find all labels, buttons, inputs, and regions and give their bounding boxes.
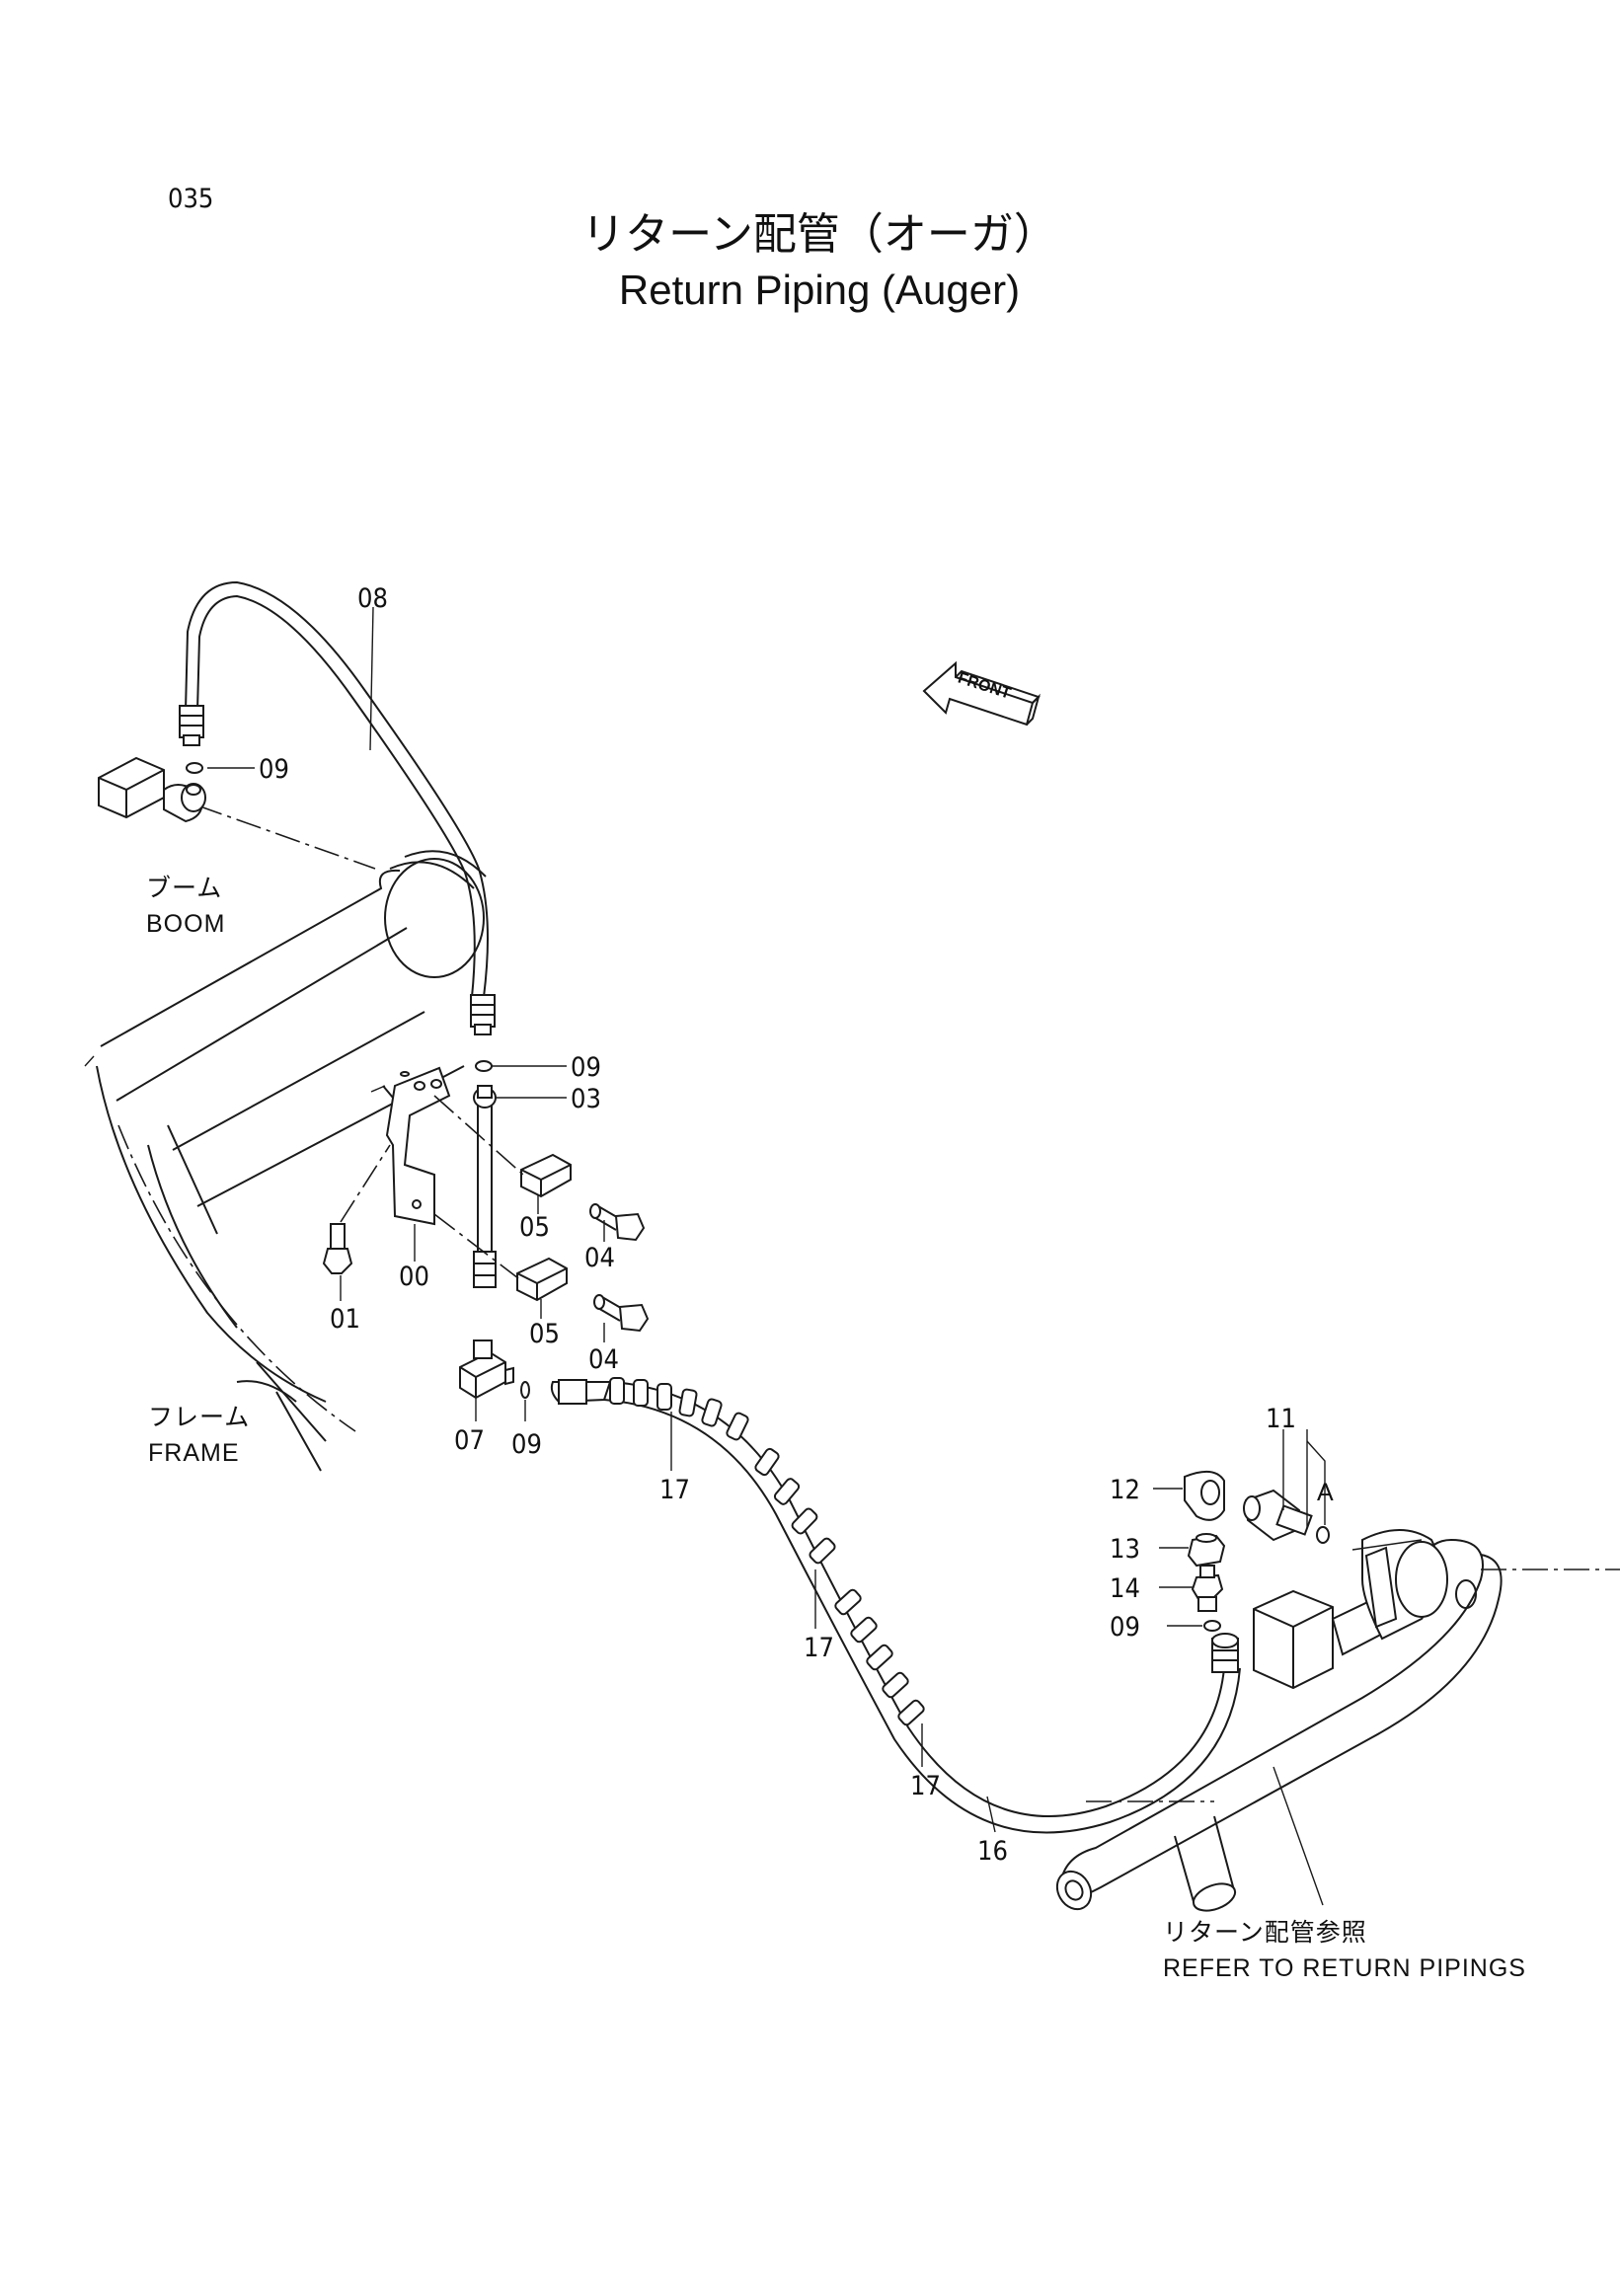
callout-09-low: 09 — [511, 1429, 542, 1460]
callout-17-b: 17 — [804, 1633, 834, 1663]
o-ring-09-right — [1203, 1620, 1221, 1632]
boom-port-fitting — [98, 756, 206, 823]
elbow-12 — [1184, 1470, 1225, 1521]
tube-03 — [473, 1085, 497, 1288]
hose-protectors-17 — [609, 1377, 925, 1726]
callout-05-upper: 05 — [519, 1212, 550, 1243]
adapter-11 — [1243, 1489, 1313, 1542]
callout-17-a: 17 — [659, 1475, 690, 1505]
refer-label-en: REFER TO RETURN PIPINGS — [1163, 1954, 1526, 1982]
hose-16 — [550, 1379, 1241, 1834]
callout-11: 11 — [1266, 1404, 1296, 1434]
callout-09-right: 09 — [1110, 1612, 1140, 1643]
title-english: Return Piping (Auger) — [619, 267, 1020, 313]
bolt-01 — [322, 1144, 391, 1274]
callout-04-upper: 04 — [584, 1243, 615, 1273]
o-ring-09-mid — [475, 1060, 493, 1072]
callout-00: 00 — [399, 1262, 429, 1292]
callout-05-lower: 05 — [529, 1319, 560, 1349]
callout-08: 08 — [357, 583, 388, 614]
callout-03: 03 — [571, 1084, 601, 1114]
callout-13: 13 — [1110, 1534, 1140, 1565]
bracket-00 — [370, 1066, 451, 1226]
frame-label-jp: フレーム — [148, 1404, 250, 1431]
callout-12: 12 — [1110, 1475, 1140, 1505]
callout-16: 16 — [977, 1836, 1008, 1867]
callout-17-c: 17 — [910, 1771, 941, 1801]
o-ring-09-top — [186, 762, 203, 774]
callout-07: 07 — [454, 1425, 485, 1456]
callout-09-top: 09 — [259, 754, 289, 785]
o-ring-09-low — [520, 1381, 530, 1399]
boom-label-en: BOOM — [146, 910, 225, 938]
page-number: 035 — [168, 184, 213, 214]
adapter-13 — [1187, 1533, 1226, 1568]
clamp-05-lower — [433, 1213, 568, 1302]
callout-09-mid: 09 — [571, 1052, 601, 1083]
callout-04-lower: 04 — [588, 1344, 619, 1375]
refer-label-jp: リターン配管参照 — [1163, 1919, 1367, 1947]
bolt-04-upper — [589, 1203, 646, 1242]
boom-label-jp: ブーム — [146, 875, 222, 902]
pipe-08 — [179, 580, 496, 1035]
callout-14: 14 — [1110, 1573, 1140, 1604]
adapter-14 — [1191, 1565, 1224, 1612]
title-japanese: リターン配管（オーガ） — [581, 210, 1057, 259]
o-ring-a — [1316, 1526, 1330, 1544]
elbow-07 — [459, 1339, 514, 1400]
front-arrow-icon: FRONT — [922, 660, 1041, 727]
bolt-04-lower — [593, 1294, 650, 1333]
view-a-label: A — [1317, 1479, 1335, 1506]
clamp-05-upper — [433, 1095, 572, 1198]
frame-label-en: FRAME — [148, 1439, 240, 1467]
boom-structure — [84, 804, 487, 1472]
callout-01: 01 — [330, 1304, 360, 1335]
leader-lines — [207, 606, 1326, 1906]
return-pipe-assembly — [1055, 1529, 1620, 1912]
